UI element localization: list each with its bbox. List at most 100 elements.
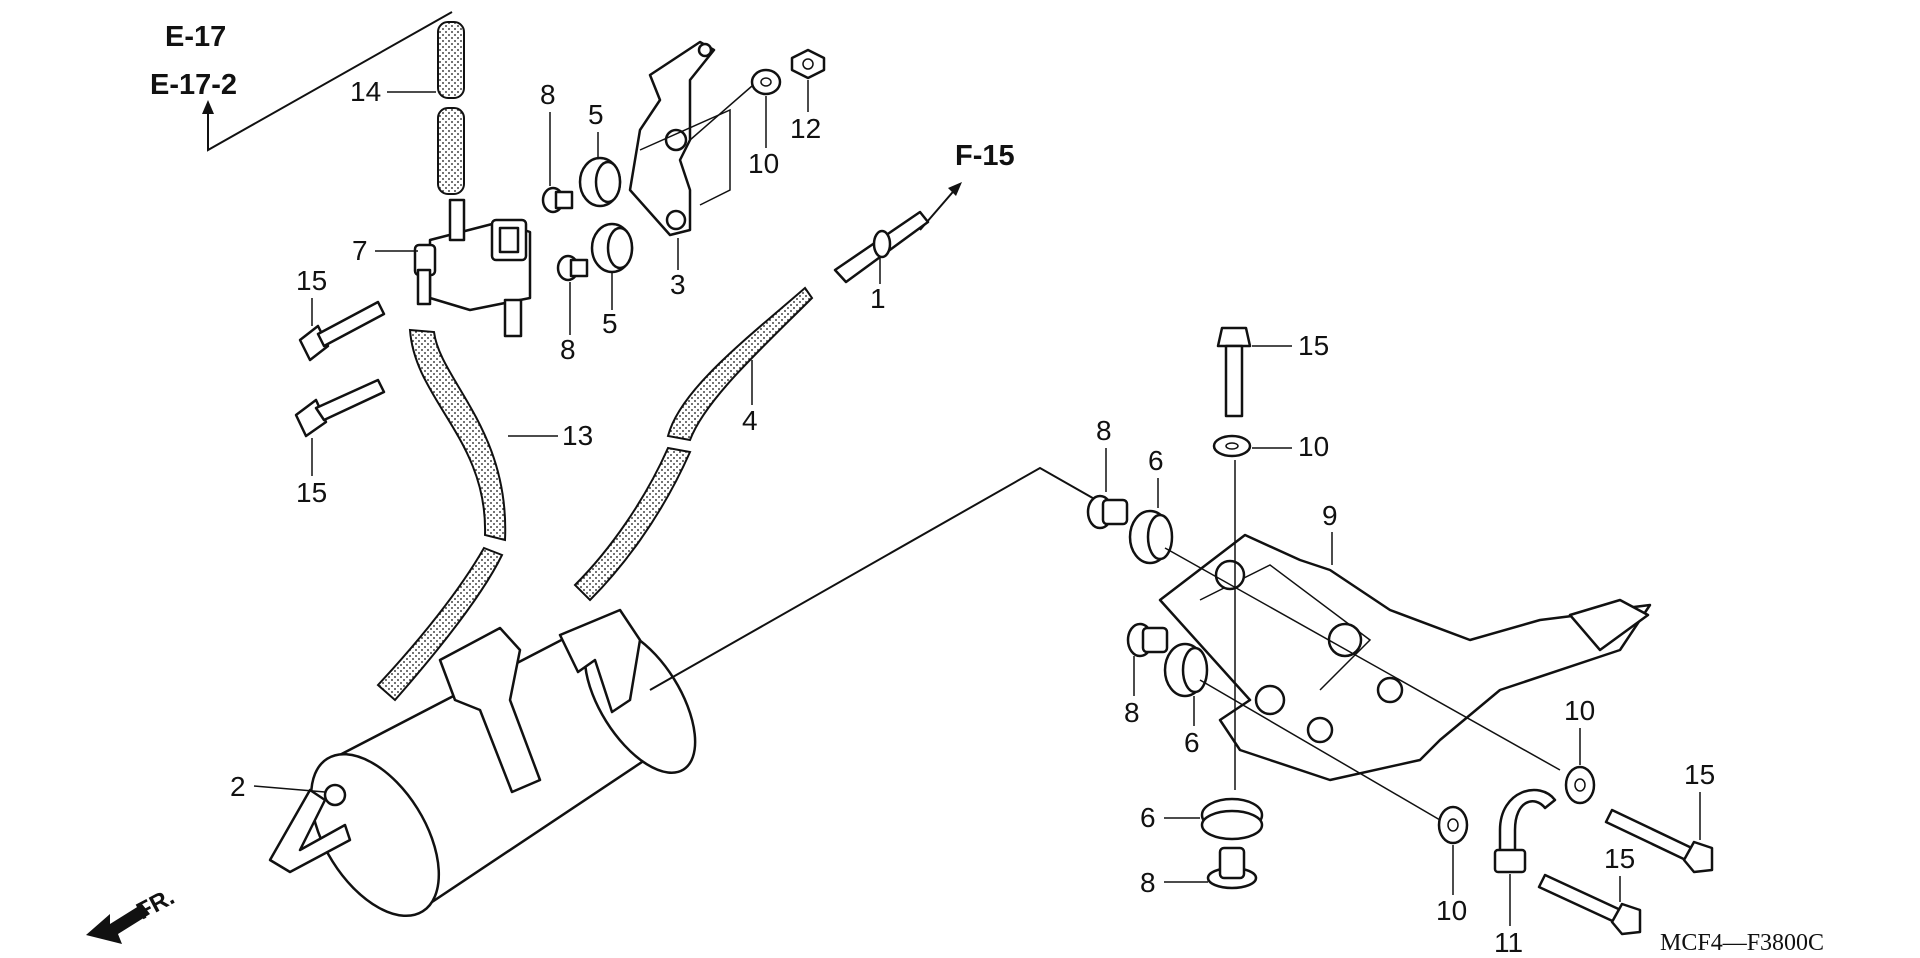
part-9-bracket[interactable] (1158, 533, 1652, 782)
part-12-nut[interactable] (790, 48, 826, 80)
callout-6-middle: 6 (1184, 696, 1200, 758)
callout-10-right-bottom: 10 (1436, 845, 1467, 926)
part-8-collar-upper[interactable] (541, 186, 574, 214)
callout-14: 14 (350, 76, 436, 107)
diagram-code: MCF4—F3800C (1660, 930, 1824, 956)
front-arrow-icon (86, 904, 150, 944)
part-8-collar-right-bottom[interactable] (1206, 846, 1258, 890)
svg-text:8: 8 (1124, 697, 1140, 728)
callout-3: 3 (670, 238, 686, 300)
part-10-washer-right-bottom[interactable] (1437, 805, 1469, 845)
washer-10-leader (689, 85, 753, 141)
callout-8-lower-left: 8 (560, 282, 576, 365)
part-6-grommet-middle[interactable] (1163, 642, 1209, 698)
svg-text:10: 10 (1436, 895, 1467, 926)
callout-10-right-top: 10 (1252, 431, 1329, 462)
callout-10-top: 10 (748, 96, 779, 179)
ref-e17-2-label: E-17-2 (150, 69, 237, 101)
callout-8-upper-left: 8 (540, 79, 556, 186)
part-8-collar-lower[interactable] (556, 254, 589, 282)
ref-e17-label: E-17 (165, 21, 226, 53)
part-6-grommet-top[interactable] (1128, 509, 1174, 565)
part-10-washer-right-side[interactable] (1564, 765, 1596, 805)
part-5-grommet-upper[interactable] (578, 156, 622, 208)
part-11-clamp[interactable] (1493, 788, 1557, 874)
callout-2: 2 (230, 771, 326, 802)
part-15-bolt-right-bottom[interactable] (1537, 873, 1642, 936)
svg-text:12: 12 (790, 113, 821, 144)
svg-text:4: 4 (742, 405, 758, 436)
svg-text:10: 10 (1298, 431, 1329, 462)
bracket-3-leader (639, 108, 731, 206)
svg-text:15: 15 (1604, 843, 1635, 874)
svg-text:6: 6 (1184, 727, 1200, 758)
svg-text:1: 1 (870, 283, 886, 314)
svg-text:6: 6 (1148, 445, 1164, 476)
callout-8-right-middle: 8 (1124, 656, 1140, 728)
part-10-washer-top[interactable] (750, 68, 782, 96)
callout-15-right-side: 15 (1684, 759, 1715, 840)
callout-1: 1 (870, 258, 886, 314)
callout-4: 4 (742, 360, 758, 436)
svg-text:8: 8 (560, 334, 576, 365)
svg-text:10: 10 (1564, 695, 1595, 726)
svg-text:5: 5 (588, 99, 604, 130)
callout-9: 9 (1322, 500, 1338, 565)
part-3-bracket[interactable] (628, 40, 716, 237)
part-15-bolt-right-side[interactable] (1604, 808, 1714, 874)
ref-f15-label: F-15 (955, 140, 1015, 172)
svg-text:5: 5 (602, 308, 618, 339)
part-14-hose[interactable] (437, 21, 465, 195)
part-4-hose[interactable] (573, 286, 814, 602)
svg-text:15: 15 (1298, 330, 1329, 361)
callout-5-lower: 5 (602, 272, 618, 339)
part-15-bolt-left-upper[interactable] (298, 300, 386, 362)
assembly-axis-upper (1164, 547, 1561, 771)
svg-text:2: 2 (230, 771, 246, 802)
part-15-bolt-right-top[interactable] (1216, 326, 1252, 418)
reference-e17[interactable]: E-17 (165, 21, 226, 53)
svg-text:6: 6 (1140, 802, 1156, 833)
svg-text:3: 3 (670, 269, 686, 300)
part-13-hose[interactable] (376, 328, 507, 702)
front-direction-marker: FR. (86, 883, 179, 944)
ref-e17-leader (207, 11, 453, 152)
part-2-canister[interactable] (268, 608, 717, 938)
ref-e17-arrow-icon (202, 100, 214, 114)
reference-f15[interactable]: F-15 (955, 140, 1015, 172)
callout-15-left-upper: 15 (296, 265, 327, 326)
ref-f15-arrow-icon (948, 182, 962, 196)
svg-text:8: 8 (1140, 867, 1156, 898)
part-7-solenoid-valve[interactable] (413, 198, 532, 338)
callout-7: 7 (352, 235, 418, 266)
part-8-collar-right-middle[interactable] (1126, 622, 1169, 658)
assembly-axis-lower (1199, 679, 1441, 821)
svg-text:7: 7 (352, 235, 368, 266)
svg-text:13: 13 (562, 420, 593, 451)
reference-e17-2[interactable]: E-17-2 (150, 69, 237, 101)
part-1-joint[interactable] (833, 210, 930, 284)
callout-10-right-side: 10 (1564, 695, 1595, 765)
callout-15-left-lower: 15 (296, 438, 327, 508)
part-10-washer-right-top[interactable] (1212, 434, 1252, 458)
callout-13: 13 (508, 420, 593, 451)
svg-text:15: 15 (296, 477, 327, 508)
svg-text:15: 15 (296, 265, 327, 296)
callout-11: 11 (1494, 874, 1523, 958)
svg-text:8: 8 (540, 79, 556, 110)
part-15-bolt-left-lower[interactable] (294, 378, 386, 438)
part-8-collar-right-top[interactable] (1086, 494, 1129, 530)
callout-5-upper: 5 (588, 99, 604, 158)
part-5-grommet-lower[interactable] (590, 222, 634, 274)
svg-text:10: 10 (748, 148, 779, 179)
svg-text:8: 8 (1096, 415, 1112, 446)
canister-mount-leader (649, 466, 1106, 691)
svg-text:14: 14 (350, 76, 381, 107)
callout-6-top: 6 (1148, 445, 1164, 508)
svg-text:11: 11 (1494, 927, 1523, 958)
svg-text:9: 9 (1322, 500, 1338, 531)
callout-8-right-bottom: 8 (1140, 867, 1208, 898)
part-6-grommet-bottom[interactable] (1200, 797, 1264, 841)
callout-6-bottom: 6 (1140, 802, 1200, 833)
